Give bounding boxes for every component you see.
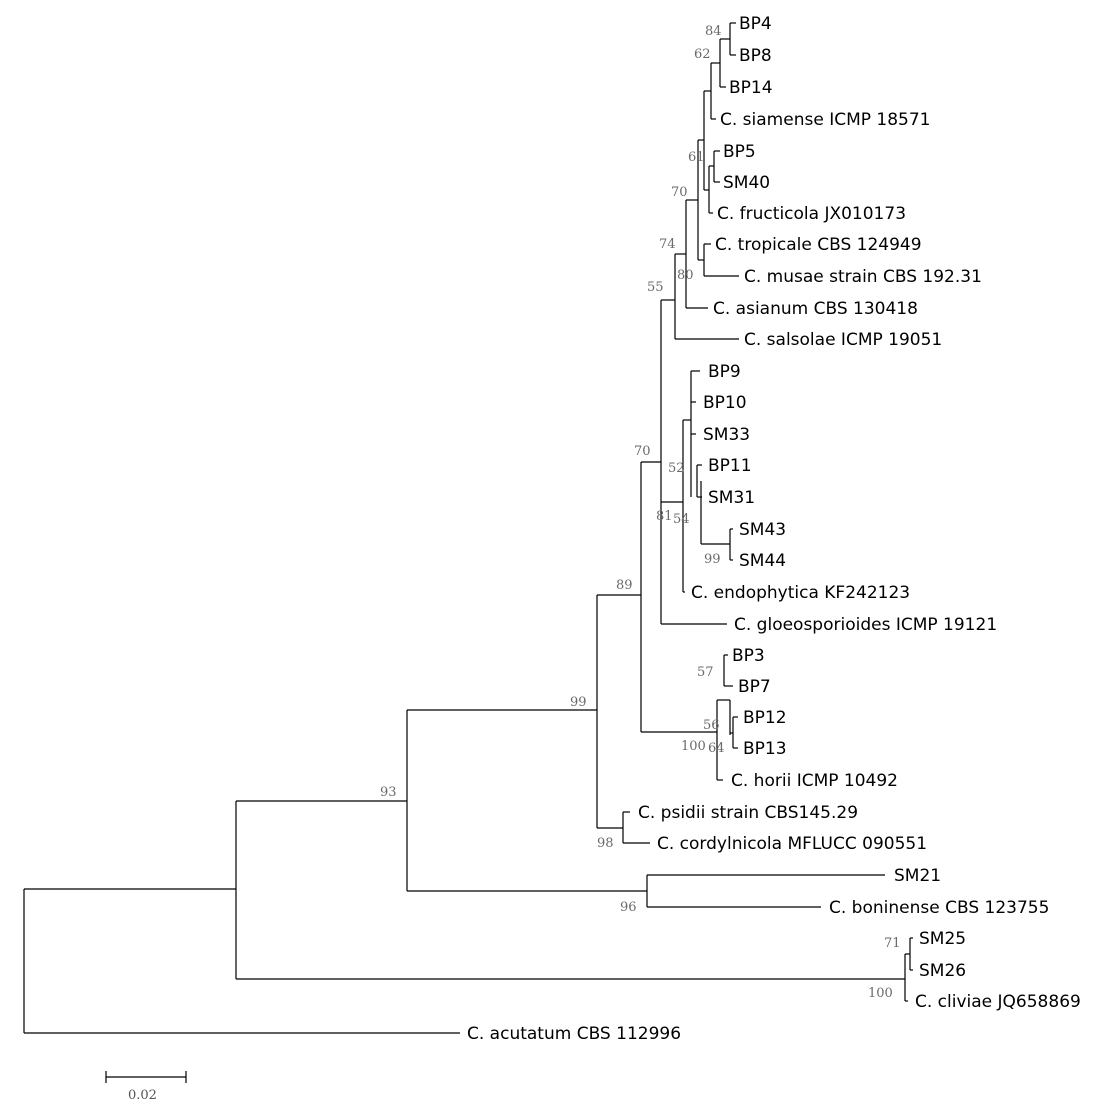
- taxon-label: BP14: [729, 78, 773, 98]
- bootstrap-value: 98: [597, 836, 614, 851]
- taxon-label: BP5: [723, 142, 756, 162]
- bootstrap-value: 52: [668, 461, 685, 476]
- taxon-label: C. boninense CBS 123755: [829, 898, 1049, 918]
- bootstrap-value: 54: [673, 512, 690, 527]
- bootstrap-value: 61: [688, 150, 705, 165]
- taxon-label: SM25: [919, 929, 966, 949]
- bootstrap-value: 99: [570, 695, 587, 710]
- bootstrap-value: 81: [656, 509, 673, 524]
- taxon-label: BP12: [743, 708, 787, 728]
- taxon-label: SM21: [894, 866, 941, 886]
- taxon-label: C. endophytica KF242123: [691, 583, 910, 603]
- taxon-label: C. musae strain CBS 192.31: [744, 267, 982, 287]
- taxon-label: BP11: [708, 456, 752, 476]
- support-values: 84 62 61 70 74 80 55 70 52 81 54 99 89 5…: [380, 24, 901, 1001]
- bootstrap-value: 84: [705, 24, 722, 39]
- scale-bar: 0.02: [105, 1071, 187, 1103]
- bootstrap-value: 80: [677, 268, 694, 283]
- taxon-label: C. gloeosporioides ICMP 19121: [734, 615, 997, 635]
- bootstrap-value: 96: [620, 900, 637, 915]
- bootstrap-value: 62: [694, 47, 711, 62]
- bootstrap-value: 100: [868, 986, 893, 1001]
- taxon-label: SM33: [703, 425, 750, 445]
- taxon-labels: BP4 BP8 BP14 C. siamense ICMP 18571 BP5 …: [467, 14, 1081, 1044]
- taxon-label: C. psidii strain CBS145.29: [638, 803, 858, 823]
- bootstrap-value: 89: [616, 578, 633, 593]
- taxon-label: BP4: [739, 14, 772, 34]
- bootstrap-value: 64: [708, 741, 725, 756]
- taxon-label: C. siamense ICMP 18571: [720, 110, 930, 130]
- taxon-label: BP10: [703, 393, 747, 413]
- bootstrap-value: 71: [884, 936, 901, 951]
- taxon-label: C. tropicale CBS 124949: [715, 235, 922, 255]
- bootstrap-value: 56: [703, 718, 720, 733]
- taxon-label: SM44: [739, 551, 786, 571]
- taxon-label: C. fructicola JX010173: [717, 204, 906, 224]
- taxon-label: SM26: [919, 961, 966, 981]
- bootstrap-value: 70: [671, 185, 688, 200]
- taxon-label: C. acutatum CBS 112996: [467, 1024, 681, 1044]
- bootstrap-value: 100: [681, 739, 706, 754]
- taxon-label: BP7: [738, 677, 771, 697]
- taxon-label: SM43: [739, 520, 786, 540]
- taxon-label: BP3: [732, 646, 765, 666]
- taxon-label: C. horii ICMP 10492: [731, 771, 898, 791]
- branches: [23, 22, 913, 1034]
- taxon-label: BP13: [743, 739, 787, 759]
- bootstrap-value: 99: [704, 552, 721, 567]
- scale-bar-label: 0.02: [128, 1088, 157, 1103]
- taxon-label: SM31: [708, 488, 755, 508]
- taxon-label: BP8: [739, 46, 772, 66]
- bootstrap-value: 70: [634, 444, 651, 459]
- taxon-label: BP9: [708, 362, 741, 382]
- bootstrap-value: 74: [659, 237, 676, 252]
- bootstrap-value: 55: [647, 280, 664, 295]
- taxon-label: C. cliviae JQ658869: [915, 992, 1081, 1012]
- bootstrap-value: 57: [697, 665, 714, 680]
- taxon-label: C. salsolae ICMP 19051: [744, 330, 942, 350]
- taxon-label: C. asianum CBS 130418: [713, 299, 918, 319]
- taxon-label: C. cordylnicola MFLUCC 090551: [657, 834, 927, 854]
- bootstrap-value: 93: [380, 785, 397, 800]
- taxon-label: SM40: [723, 173, 770, 193]
